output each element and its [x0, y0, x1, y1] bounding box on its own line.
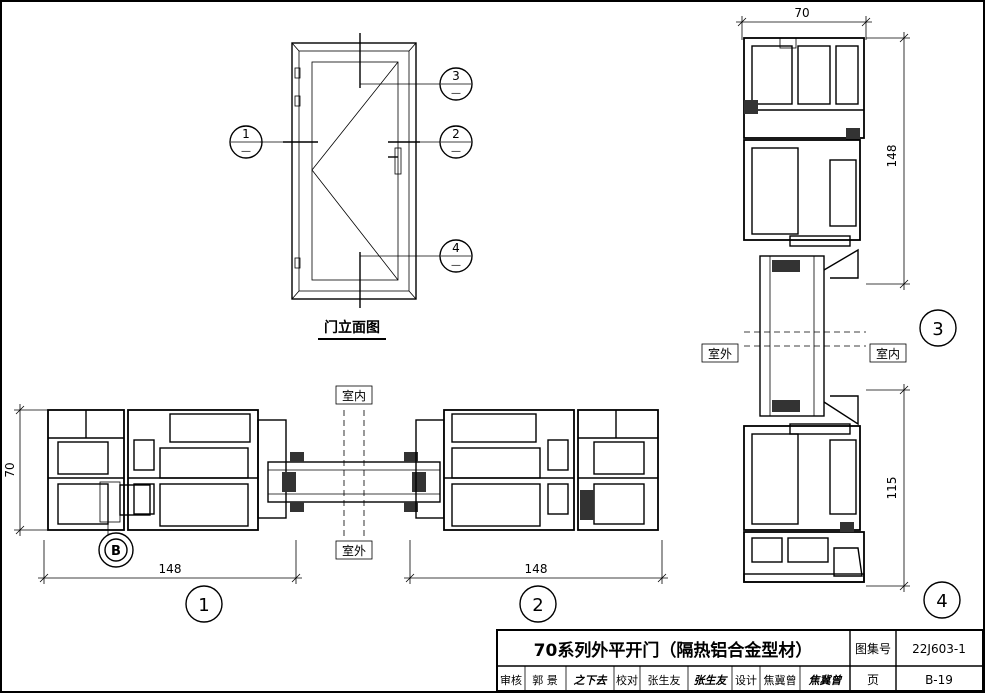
outside-label: 室外 — [342, 543, 366, 558]
page-number: B-19 — [925, 673, 953, 687]
door-leaf-glass — [311, 61, 399, 281]
lock-badge-letter: B — [111, 544, 121, 559]
callout-4-sheet: — — [451, 260, 461, 271]
detail-marker-4-number: 4 — [936, 591, 947, 612]
detail-marker-2[interactable]: 2 — [519, 585, 557, 623]
designer-signature: 焦冀曾 — [809, 674, 843, 687]
design-label: 设计 — [735, 674, 757, 687]
callout-4-number: 4 — [452, 241, 460, 255]
checker-signature: 张生友 — [694, 674, 729, 687]
vertical-outside-label: 室外 — [708, 346, 732, 361]
top-frame-profile — [743, 37, 865, 139]
vertical-inside-label: 室内 — [876, 346, 900, 361]
horizontal-section: 室内 室外 B — [3, 385, 668, 584]
callout-2-sheet: — — [451, 146, 461, 157]
detail-marker-4[interactable]: 4 — [923, 581, 961, 619]
reviewer-name: 郭 景 — [532, 674, 558, 687]
callout-1[interactable]: 1 — — [229, 125, 263, 159]
callout-1-sheet: — — [241, 146, 251, 157]
callout-2-number: 2 — [452, 127, 460, 141]
hinge-icon — [294, 67, 301, 79]
detail-marker-3-number: 3 — [932, 319, 943, 340]
vertical-width-dimension: 70 — [794, 6, 809, 20]
door-frame-inner — [298, 50, 410, 292]
door-handle-icon — [394, 147, 402, 175]
inside-label: 室内 — [342, 388, 366, 403]
page-label: 页 — [867, 673, 879, 687]
inside-label-box — [335, 385, 373, 405]
detail-marker-1[interactable]: 1 — [185, 585, 223, 623]
detail-marker-3[interactable]: 3 — [919, 309, 957, 347]
outside-label-box — [335, 540, 373, 560]
designer-name: 焦冀曾 — [764, 673, 797, 687]
right-width-dimension: 148 — [525, 562, 548, 576]
callout-3[interactable]: 3 — — [439, 67, 473, 101]
vertical-outside-label-box — [701, 343, 739, 363]
vertical-section: 70 — [701, 6, 910, 592]
lock-badge — [98, 532, 134, 568]
reviewer-signature: 之下去 — [574, 674, 608, 687]
vertical-inside-label-box — [869, 343, 907, 363]
opening-direction-lines — [311, 61, 399, 281]
top-sash-profile — [743, 139, 861, 241]
callout-1-number: 1 — [242, 127, 250, 141]
callout-3-sheet: — — [451, 88, 461, 99]
callout-4[interactable]: 4 — — [439, 239, 473, 273]
bottom-sash-profile — [743, 425, 861, 531]
review-label: 审核 — [500, 673, 522, 687]
height-dimension: 70 — [3, 462, 17, 477]
vertical-top-dimension: 148 — [885, 145, 899, 168]
callout-3-number: 3 — [452, 69, 460, 83]
vertical-glazing-unit — [759, 255, 825, 417]
atlas-label: 图集号 — [855, 641, 891, 656]
elevation-title: 门立面图 — [324, 319, 380, 336]
atlas-number: 22J603-1 — [912, 642, 966, 656]
hinge-icon — [294, 95, 301, 107]
door-frame-outer — [291, 42, 417, 300]
detail-marker-1-number: 1 — [198, 595, 209, 616]
detail-marker-2-number: 2 — [532, 595, 543, 616]
callout-2[interactable]: 2 — — [439, 125, 473, 159]
title-block: 70系列外平开门（隔热铝合金型材） 图集号 22J603-1 页 B-19 审核… — [496, 629, 984, 692]
drawing-title: 70系列外平开门（隔热铝合金型材） — [534, 640, 813, 661]
hinge-icon — [294, 257, 301, 269]
checker-name: 张生友 — [648, 673, 681, 687]
door-elevation — [260, 33, 440, 308]
check-label: 校对 — [616, 673, 638, 687]
vertical-bottom-dimension: 115 — [885, 477, 899, 500]
glazing-unit — [267, 461, 441, 503]
left-width-dimension: 148 — [159, 562, 182, 576]
